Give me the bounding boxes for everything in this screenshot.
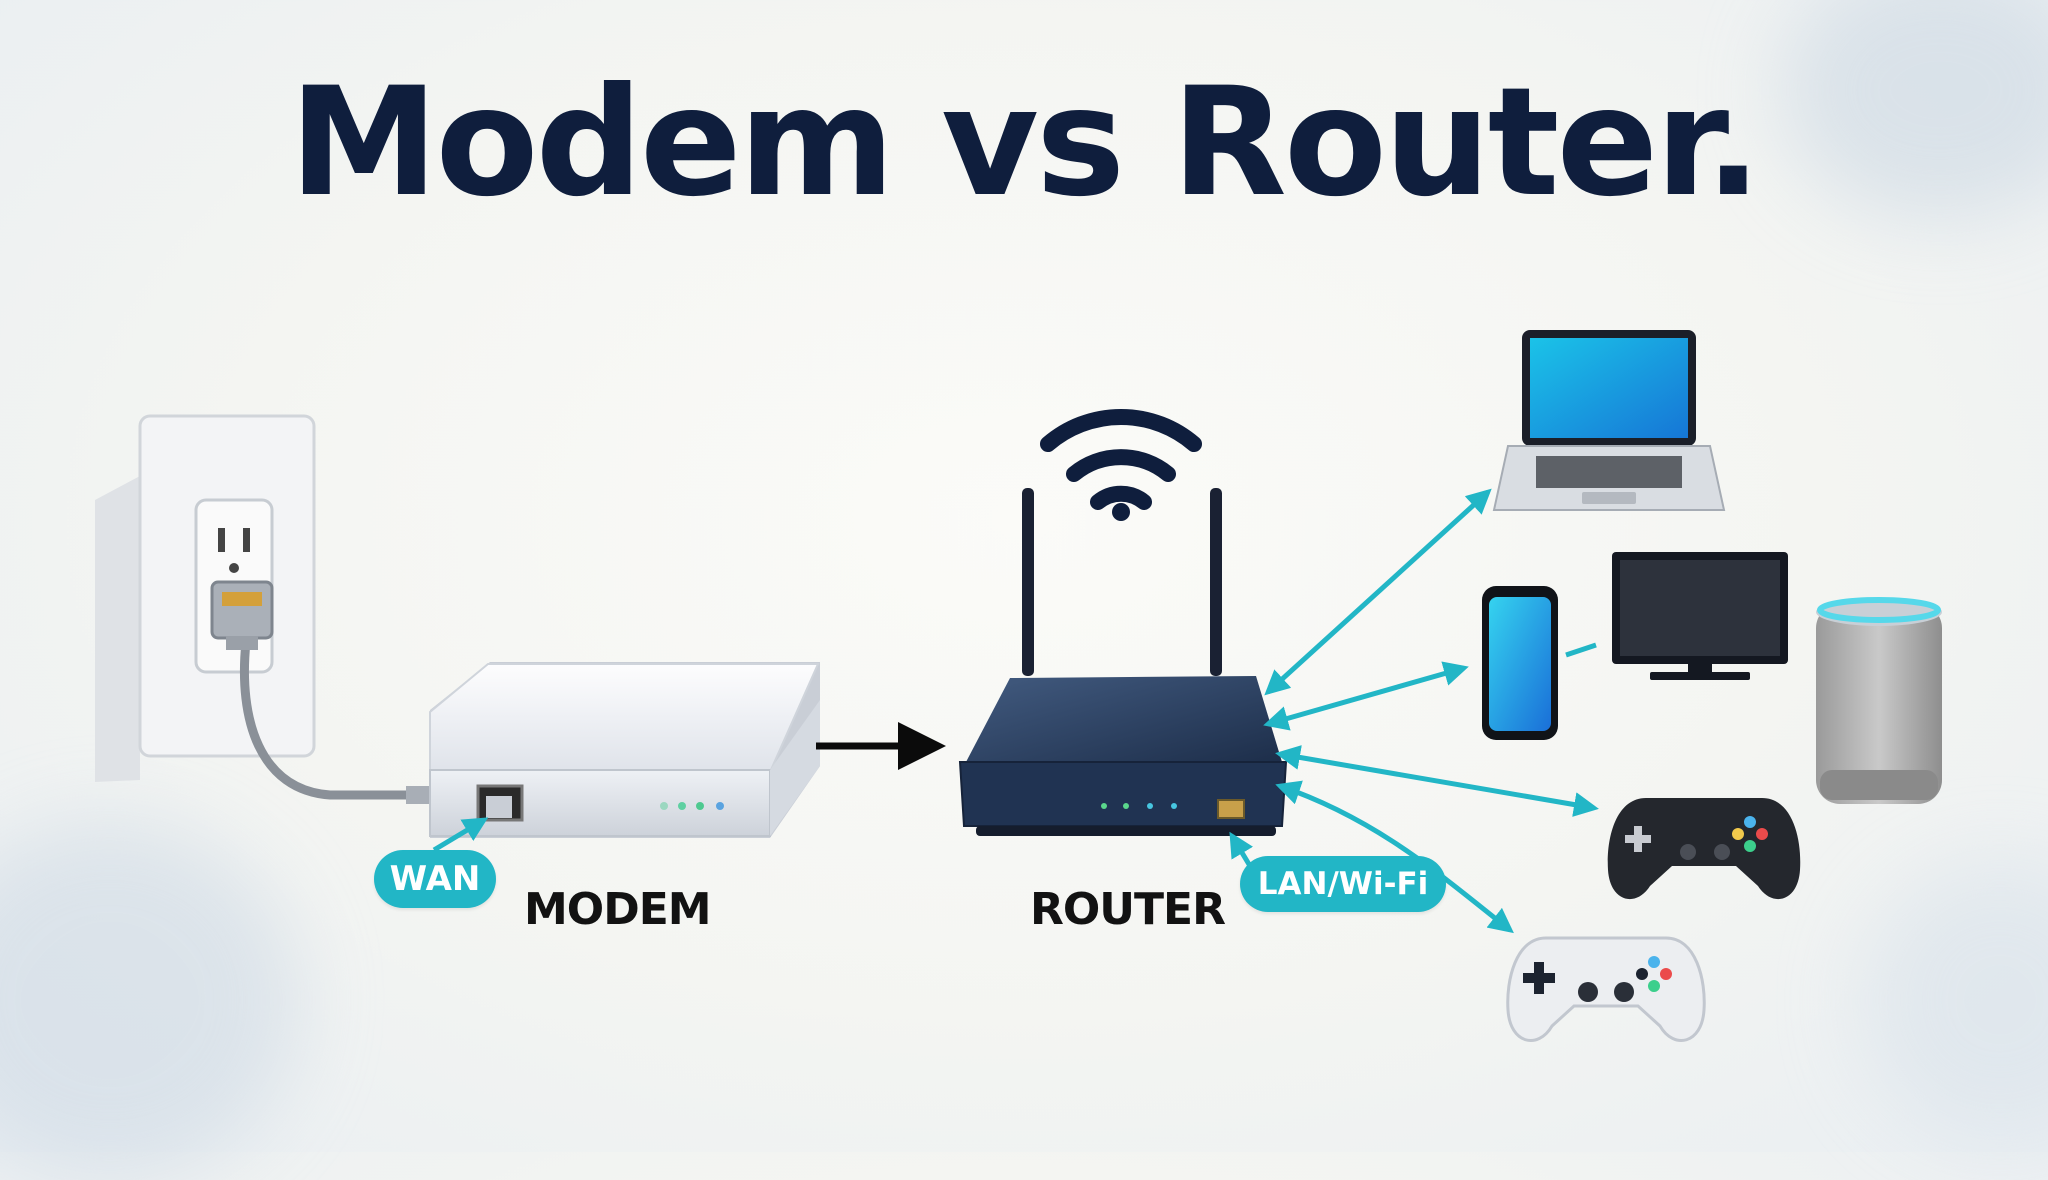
background-blob [0,820,300,1180]
smart-speaker-icon [1816,597,1942,804]
router-icon [958,488,1288,836]
game-controller-light-icon [1506,936,1706,1043]
tv-monitor-icon [1612,552,1788,680]
modem-label: MODEM [524,884,712,935]
wall-outlet-icon [95,414,316,782]
ethernet-cable-icon [210,580,435,804]
arrow-right-icon [816,722,946,770]
game-controller-dark-icon [1607,798,1801,900]
modem-icon [429,662,820,838]
laptop-icon [1492,330,1726,511]
wan-label: WAN [374,850,496,908]
connection-arrows [432,488,1599,934]
lan-wifi-label: LAN/Wi-Fi [1240,856,1446,912]
smartphone-icon [1482,586,1558,740]
router-label: ROUTER [1030,884,1226,935]
page-title: Modem vs Router. [289,56,1762,230]
network-diagram [95,330,1942,1043]
wifi-icon [1040,409,1202,521]
